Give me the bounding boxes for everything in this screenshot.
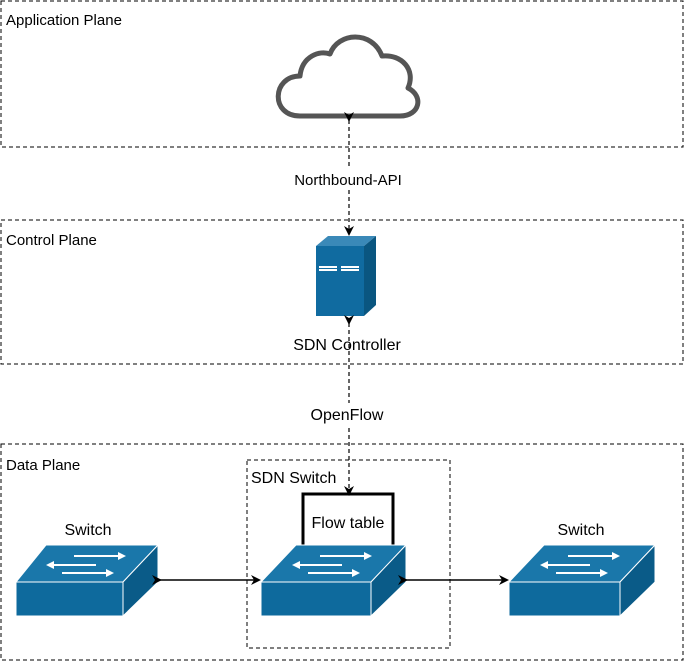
sdn-controller-label: SDN Controller [293, 337, 401, 354]
northbound-api-label: Northbound-API [294, 172, 402, 189]
application-plane-label: Application Plane [6, 12, 122, 29]
sdn-switch-box [246, 459, 451, 649]
control-plane-label: Control Plane [6, 232, 97, 249]
flow-table-box [301, 492, 395, 545]
sdn-switch-icon [259, 543, 408, 618]
switch-right-icon [507, 543, 657, 618]
switch-left-icon [14, 543, 160, 618]
switch-right-label: Switch [557, 522, 604, 539]
sdn-switch-label: SDN Switch [251, 470, 336, 487]
openflow-label: OpenFlow [311, 407, 384, 424]
switch-left-label: Switch [64, 522, 111, 539]
cloud-icon [275, 34, 421, 119]
data-plane-box [0, 443, 684, 661]
flow-table-label: Flow table [312, 515, 385, 532]
data-plane-label: Data Plane [6, 457, 80, 474]
application-plane-box [0, 0, 684, 148]
server-icon [316, 236, 376, 316]
